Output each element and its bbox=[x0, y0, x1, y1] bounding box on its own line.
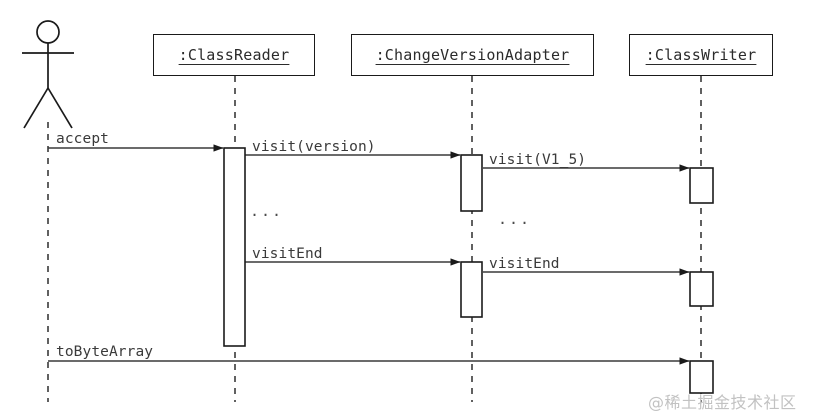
participant-box-class-reader[interactable]: :ClassReader bbox=[153, 34, 315, 76]
participant-box-change-version-adapter[interactable]: :ChangeVersionAdapter bbox=[351, 34, 594, 76]
actor-head-icon bbox=[36, 20, 60, 44]
activation-class-reader bbox=[223, 147, 246, 347]
actor-leg-right-line bbox=[47, 87, 73, 129]
messages-group bbox=[48, 144, 690, 365]
activation-writer-visit bbox=[689, 167, 714, 204]
participant-label-class-reader: :ClassReader bbox=[178, 46, 290, 64]
activation-writer-visitend bbox=[689, 271, 714, 307]
message-label-tobytearray: toByteArray bbox=[56, 344, 154, 360]
lifelines-group bbox=[47, 76, 702, 402]
participant-label-change-version-adapter: :ChangeVersionAdapter bbox=[375, 46, 570, 64]
message-label-accept: accept bbox=[56, 131, 109, 147]
watermark-text: @稀土掘金技术社区 bbox=[648, 393, 797, 412]
participant-box-class-writer[interactable]: :ClassWriter bbox=[629, 34, 773, 76]
ellipsis-adapter: ... bbox=[498, 210, 532, 228]
participant-label-class-writer: :ClassWriter bbox=[645, 46, 757, 64]
activation-writer-tobytearray bbox=[689, 360, 714, 394]
activation-adapter-visitend bbox=[460, 261, 483, 318]
message-label-visitend-reader: visitEnd bbox=[252, 246, 323, 262]
message-label-visit-version: visit(version) bbox=[252, 139, 376, 155]
message-label-visit-v1-5: visit(V1_5) bbox=[489, 152, 587, 168]
ellipsis-class-reader: ... bbox=[250, 202, 284, 220]
activations-group bbox=[223, 147, 714, 394]
actor-figure bbox=[22, 20, 74, 129]
activation-adapter-visit bbox=[460, 154, 483, 212]
actor-leg-left-line bbox=[23, 87, 49, 129]
message-label-visitend-adapter: visitEnd bbox=[489, 256, 560, 272]
